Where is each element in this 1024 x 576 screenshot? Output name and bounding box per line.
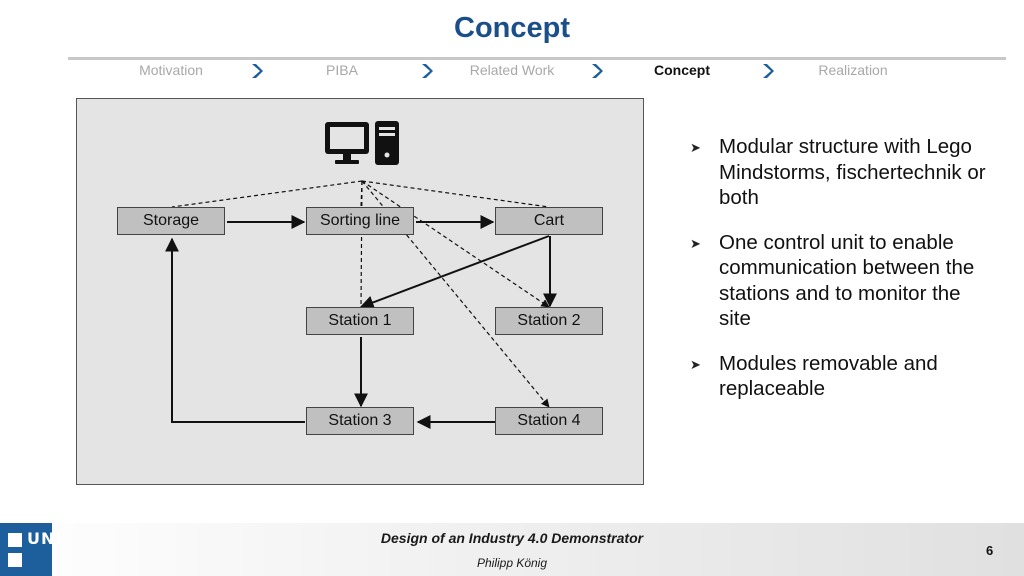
node-station-1: Station 1	[306, 307, 414, 335]
node-sorting-line: Sorting line	[306, 207, 414, 235]
chevron-right-icon	[422, 64, 433, 78]
nav-item-concept[interactable]: Concept	[654, 62, 710, 78]
diagram-connectors	[165, 180, 557, 429]
logo-text: UNI	[27, 529, 63, 548]
university-logo: UNI	[0, 523, 61, 576]
nav-item-realization[interactable]: Realization	[818, 62, 888, 78]
nav-item-related-work[interactable]: Related Work	[469, 62, 555, 78]
nav-item-motivation[interactable]: Motivation	[139, 62, 203, 78]
node-cart: Cart	[495, 207, 603, 235]
footer-title: Design of an Industry 4.0 Demonstrator	[380, 530, 644, 546]
node-station-3: Station 3	[306, 407, 414, 435]
system-diagram: Storage Sorting line Cart Station 1 Stat…	[76, 98, 644, 485]
arrow-bullet-icon: ➤	[690, 235, 701, 251]
arrow-bullet-icon: ➤	[690, 140, 701, 155]
slide-title: Concept	[454, 12, 570, 44]
bullet-text: Modules removable and replaceable	[719, 351, 938, 401]
bullet-text: One control unit to enable communication…	[719, 230, 975, 331]
bullet-list: ➤ Modular structure with Lego Mindstorms…	[690, 134, 990, 421]
chevron-right-icon	[592, 64, 603, 78]
nav-item-piba[interactable]: PIBA	[326, 62, 358, 78]
chevron-right-icon	[252, 64, 263, 78]
control-links	[171, 180, 550, 408]
footer-bar	[0, 523, 1024, 576]
bullet-item: ➤ Modular structure with Lego Mindstorms…	[690, 134, 990, 211]
title-divider	[68, 57, 1006, 60]
material-flow	[165, 215, 557, 429]
node-station-4: Station 4	[495, 407, 603, 435]
node-storage: Storage	[117, 207, 225, 235]
bullet-item: ➤ Modules removable and replaceable	[690, 351, 990, 402]
bullet-item: ➤ One control unit to enable communicati…	[690, 230, 990, 332]
chevron-right-icon	[763, 64, 774, 78]
bullet-text: Modular structure with Lego Mindstorms, …	[719, 135, 986, 209]
node-station-2: Station 2	[495, 307, 603, 335]
arrow-bullet-icon: ➤	[690, 356, 701, 372]
footer-author: Philipp König	[476, 556, 548, 570]
computer-tower-icon	[325, 121, 399, 165]
page-number: 6	[986, 543, 994, 558]
